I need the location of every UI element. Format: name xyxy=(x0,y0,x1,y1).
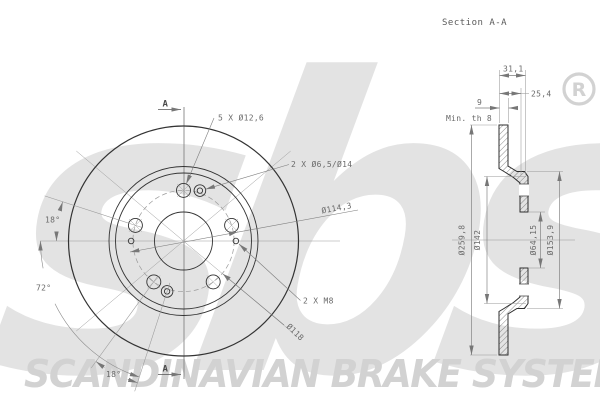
dim-min-thickness: Min. th 8 xyxy=(446,114,492,123)
friction-band-inner-edge xyxy=(108,166,259,316)
section-view: Section A-A xyxy=(442,18,575,356)
thread-holes-leader xyxy=(238,243,301,301)
section-marker-top-label: A xyxy=(163,100,169,110)
angle-radial-lines xyxy=(44,195,171,392)
dim-disc-thickness: 9 xyxy=(477,98,482,107)
dimension-lines xyxy=(469,73,562,356)
registered-trademark-icon: R xyxy=(562,72,596,106)
countersunk-holes-leader xyxy=(205,164,290,190)
flange-bolt-hole-cutouts xyxy=(519,183,529,297)
pitch-circle-label: Ø114,3 xyxy=(321,200,353,215)
dia-hat-label: Ø153,9 xyxy=(545,225,555,256)
aux-circle-arrow xyxy=(223,274,231,281)
dia-outer-label: Ø259,8 xyxy=(457,225,467,256)
extension-lines xyxy=(470,70,563,356)
countersunk-holes xyxy=(160,184,207,298)
countersunk-holes-callout: 2 X Ø6,5/Ø14 xyxy=(291,159,352,169)
bolt-holes-callout: 5 X Ø12,6 xyxy=(218,113,264,123)
section-profile-top xyxy=(498,124,529,213)
wheel-bolt-holes xyxy=(127,182,240,290)
disc-outer-edge xyxy=(67,125,300,357)
hat-outer-edge xyxy=(115,172,252,310)
aux-circle-leader xyxy=(222,273,285,326)
dim-hat-depth: 25,4 xyxy=(531,90,551,99)
thread-holes-callout: 2 X M8 xyxy=(303,297,334,306)
section-profile-bottom xyxy=(498,267,529,356)
pitch-circle-dim-arrow xyxy=(228,231,237,237)
section-marker-bottom-label: A xyxy=(163,365,169,375)
registered-r-glyph: R xyxy=(572,79,587,101)
section-title: Section A-A xyxy=(442,18,507,28)
aux-circle-label: Ø118 xyxy=(285,321,307,342)
bolt-pitch-circle xyxy=(132,190,235,292)
center-bore xyxy=(154,211,213,271)
bolt-holes-leader xyxy=(185,117,215,185)
angle-label-left: 72° xyxy=(36,284,51,293)
diagonal-centerline-2 xyxy=(76,150,291,332)
bolt-hole-crosshairs xyxy=(128,183,239,289)
dia-bore-label: Ø64,15 xyxy=(528,225,538,256)
brand-footer-text: SCANDINAVIAN BRAKE SYSTEMS xyxy=(24,352,600,396)
dim-total-width: 31,1 xyxy=(503,65,523,74)
m8-thread-holes xyxy=(127,237,240,245)
angle-dimension-arcs xyxy=(38,201,140,383)
pitch-circle-dim-line xyxy=(129,209,359,253)
front-view: 18° 72° 18° Ø114,3 Ø118 5 X Ø12,6 2 X Ø6… xyxy=(36,100,359,392)
dia-flange-label: Ø142 xyxy=(472,230,482,250)
angle-label-upper: 18° xyxy=(45,216,60,225)
angle-label-lower: 18° xyxy=(106,370,121,379)
